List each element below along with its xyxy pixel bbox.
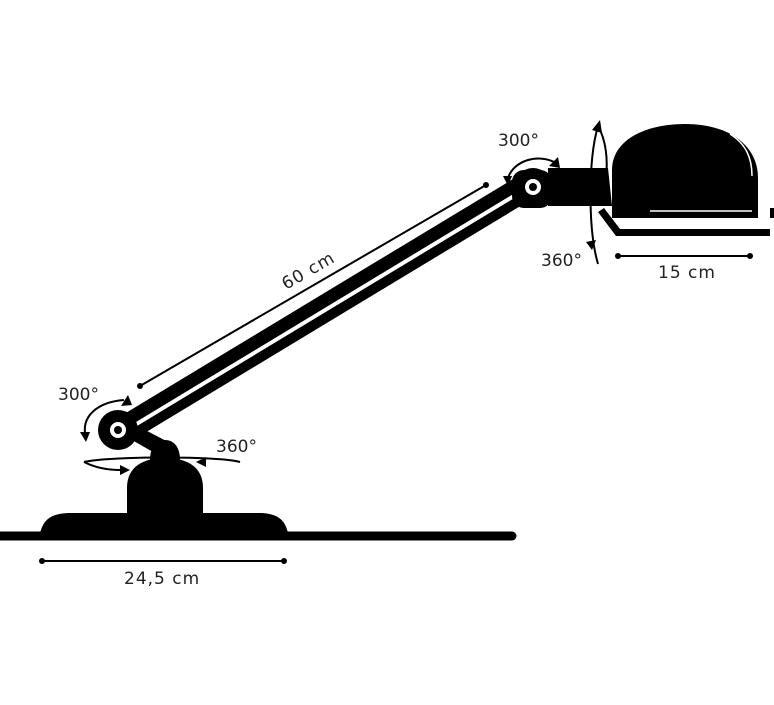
base-pivot-rotation-arrow-icon bbox=[80, 395, 132, 442]
head-swivel-rotation-arrow-icon bbox=[586, 120, 608, 265]
lamp-arm bbox=[123, 173, 539, 435]
lamp-shade bbox=[612, 124, 774, 218]
arm-length-dimension bbox=[137, 182, 489, 389]
shade-width-dimension bbox=[615, 253, 753, 259]
lamp-head-neck bbox=[548, 168, 612, 206]
base-pivot-rotation-label: 300° bbox=[58, 385, 99, 405]
shade-width-label: 15 cm bbox=[658, 263, 716, 283]
base-swivel-rotation-label: 360° bbox=[216, 437, 257, 457]
head-swivel-rotation-label: 360° bbox=[541, 251, 582, 271]
lamp-head-bracket bbox=[598, 208, 770, 236]
base-swivel-rotation-arrow-icon bbox=[83, 456, 241, 475]
head-pivot-rotation-arrow-icon bbox=[503, 157, 560, 186]
lamp-base-plate bbox=[40, 513, 288, 533]
base-width-label: 24,5 cm bbox=[124, 569, 200, 589]
lamp-base-housing bbox=[127, 458, 203, 514]
base-width-dimension bbox=[39, 558, 287, 564]
head-pivot-knob bbox=[512, 168, 552, 208]
head-pivot-rotation-label: 300° bbox=[498, 131, 539, 151]
base-pivot-knob bbox=[98, 410, 138, 450]
